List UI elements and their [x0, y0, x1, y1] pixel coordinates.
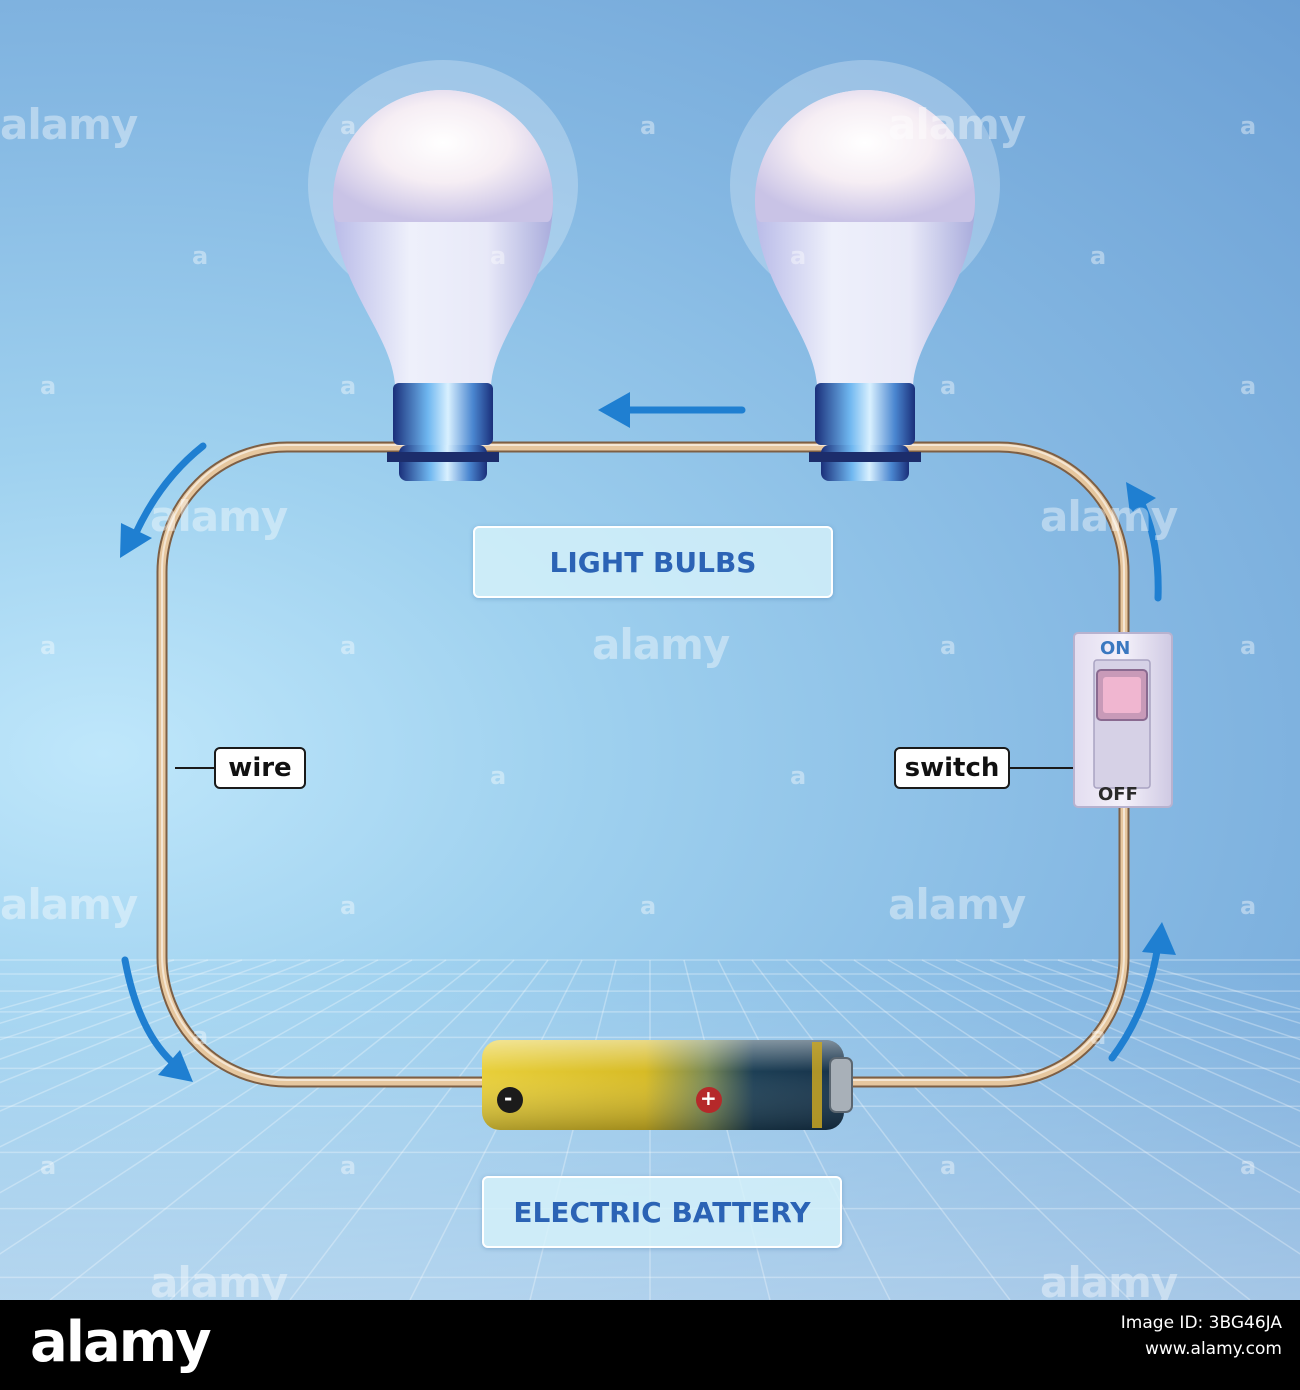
- watermark-letter: a: [940, 1152, 956, 1180]
- watermark-letter: a: [340, 632, 356, 660]
- current-direction-arrow-icon: [121, 956, 193, 1082]
- watermark-text: alamy: [0, 100, 138, 149]
- watermark-letter: a: [490, 762, 506, 790]
- watermark-letter: a: [940, 632, 956, 660]
- current-direction-arrow-icon: [1126, 482, 1162, 602]
- watermark-letter: a: [640, 892, 656, 920]
- watermark-text: alamy: [150, 492, 288, 541]
- watermark-letter: a: [40, 372, 56, 400]
- watermark-letter: a: [1240, 1152, 1256, 1180]
- battery-positive-symbol: +: [700, 1086, 717, 1110]
- watermark-text: alamy: [1040, 1258, 1178, 1300]
- electric-battery-label: ELECTRIC BATTERY: [482, 1176, 842, 1248]
- watermark-text: alamy: [592, 620, 730, 669]
- light-bulbs-label: LIGHT BULBS: [473, 526, 833, 598]
- watermark-letter: a: [340, 372, 356, 400]
- watermark-letter: a: [1090, 242, 1106, 270]
- watermark-letter: a: [340, 112, 356, 140]
- watermark-letter: a: [1240, 892, 1256, 920]
- watermark-letter: a: [640, 112, 656, 140]
- switch-icon[interactable]: [1073, 632, 1173, 808]
- footer-image-id: Image ID: 3BG46JA: [1120, 1313, 1282, 1333]
- watermark-letter: a: [940, 372, 956, 400]
- watermark-letter: a: [490, 242, 506, 270]
- watermark-text: alamy: [1040, 492, 1178, 541]
- footer-bar: alamy Image ID: 3BG46JA www.alamy.com: [0, 1300, 1300, 1390]
- current-direction-arrow-icon: [598, 392, 746, 428]
- watermark-letter: a: [790, 242, 806, 270]
- watermark-letter: a: [790, 762, 806, 790]
- footer-image-info: Image ID: 3BG46JA www.alamy.com: [1121, 1310, 1282, 1362]
- watermark-letter: a: [1090, 1022, 1106, 1050]
- watermark-text: alamy: [150, 1258, 288, 1300]
- light-bulb-icon: [730, 60, 1000, 481]
- watermark-letter: a: [1240, 372, 1256, 400]
- watermark-letter: a: [1240, 112, 1256, 140]
- battery-negative-symbol: -: [504, 1086, 513, 1110]
- footer-brand-logo[interactable]: alamy: [30, 1310, 212, 1375]
- switch-off-text: OFF: [1098, 784, 1138, 805]
- light-bulb-icon: [308, 60, 578, 481]
- watermark-letter: a: [40, 632, 56, 660]
- watermark-letter: a: [40, 1152, 56, 1180]
- watermark-text: alamy: [888, 880, 1026, 929]
- current-direction-arrow-icon: [120, 442, 207, 558]
- battery-icon: [482, 1040, 853, 1130]
- watermark-letter: a: [340, 1152, 356, 1180]
- watermark-letter: a: [340, 892, 356, 920]
- watermark-text: alamy: [0, 880, 138, 929]
- watermark-text: alamy: [888, 100, 1026, 149]
- circuit-diagram-canvas: alamy alamy alamy alamy alamy alamy alam…: [0, 0, 1300, 1300]
- current-direction-arrow-icon: [1108, 922, 1176, 1062]
- watermark-letter: a: [192, 1022, 208, 1050]
- watermark-letter: a: [192, 242, 208, 270]
- switch-on-text: ON: [1100, 638, 1131, 659]
- footer-site-link[interactable]: www.alamy.com: [1144, 1339, 1282, 1359]
- watermark-letter: a: [1240, 632, 1256, 660]
- switch-label: switch: [894, 747, 1010, 789]
- circuit-diagram: [0, 60, 1300, 1300]
- wire-label: wire: [214, 747, 306, 789]
